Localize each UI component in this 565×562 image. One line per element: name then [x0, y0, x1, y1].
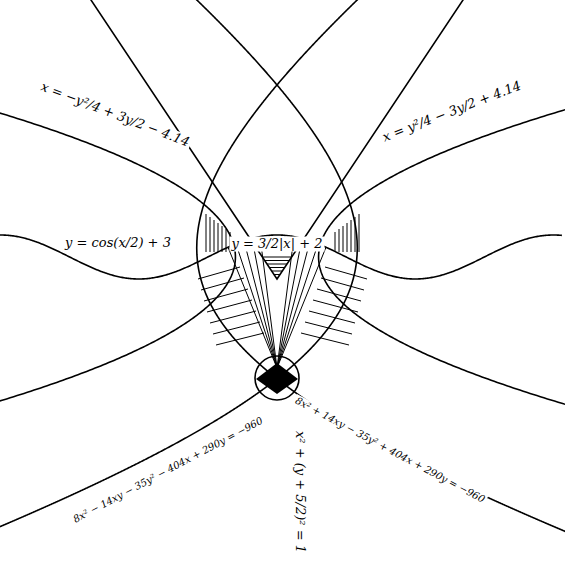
hatch-line — [206, 214, 207, 252]
hatch-line — [262, 257, 291, 258]
hatch-line — [343, 226, 344, 252]
hatch-line — [277, 244, 318, 368]
cosine-label: y = cos(x/2) + 3 — [63, 236, 173, 251]
hatch-line — [339, 229, 340, 252]
abs-label: y = 3/2|x| + 2 — [230, 237, 325, 252]
filled-diamond — [256, 363, 298, 394]
circle-label: x² + (y + 5/2)² = 1 — [293, 429, 308, 555]
hatching — [198, 214, 367, 368]
parabola-left — [0, 0, 235, 562]
hatch-line — [222, 226, 223, 252]
hatch-line — [335, 232, 336, 252]
hyperbola-label: 8x² + 14xy − 35y² + 404x + 290y = −960 — [291, 394, 488, 506]
hatch-line — [210, 217, 211, 252]
hatch-line — [301, 333, 349, 345]
hatch-line — [210, 311, 256, 323]
hatch-line — [277, 241, 310, 368]
hatch-line — [351, 220, 352, 252]
hatch-line — [325, 267, 367, 279]
hatch-line — [347, 223, 348, 252]
hatch-line — [269, 267, 284, 268]
hatch-line — [218, 223, 219, 252]
parabola-label: x = y²/4 − 3y/2 + 4.14 — [379, 78, 526, 146]
hatch-line — [272, 271, 283, 272]
hatch-line — [252, 238, 277, 368]
hatch-line — [214, 220, 215, 252]
cosine-curve — [0, 235, 562, 279]
hatch-line — [216, 333, 264, 345]
hatch-line — [265, 260, 290, 261]
abs-value-curve — [57, 0, 497, 279]
hyperbola-left — [0, 0, 357, 558]
hatch-line — [204, 289, 248, 301]
hatch-line — [359, 214, 360, 252]
parabola-label: x = −y²/4 + 3y/2 − 4.14 — [37, 79, 194, 151]
hyperbola-label: 8x² − 14xy − 35y² − 404x + 290y = −960 — [69, 414, 266, 526]
hatch-line — [201, 278, 244, 290]
hatch-line — [244, 241, 277, 368]
unit-circle — [255, 356, 299, 400]
hatch-line — [309, 311, 355, 323]
hatch-line — [267, 264, 287, 265]
hyperbola-right — [197, 0, 565, 558]
hatch-line — [213, 322, 260, 334]
